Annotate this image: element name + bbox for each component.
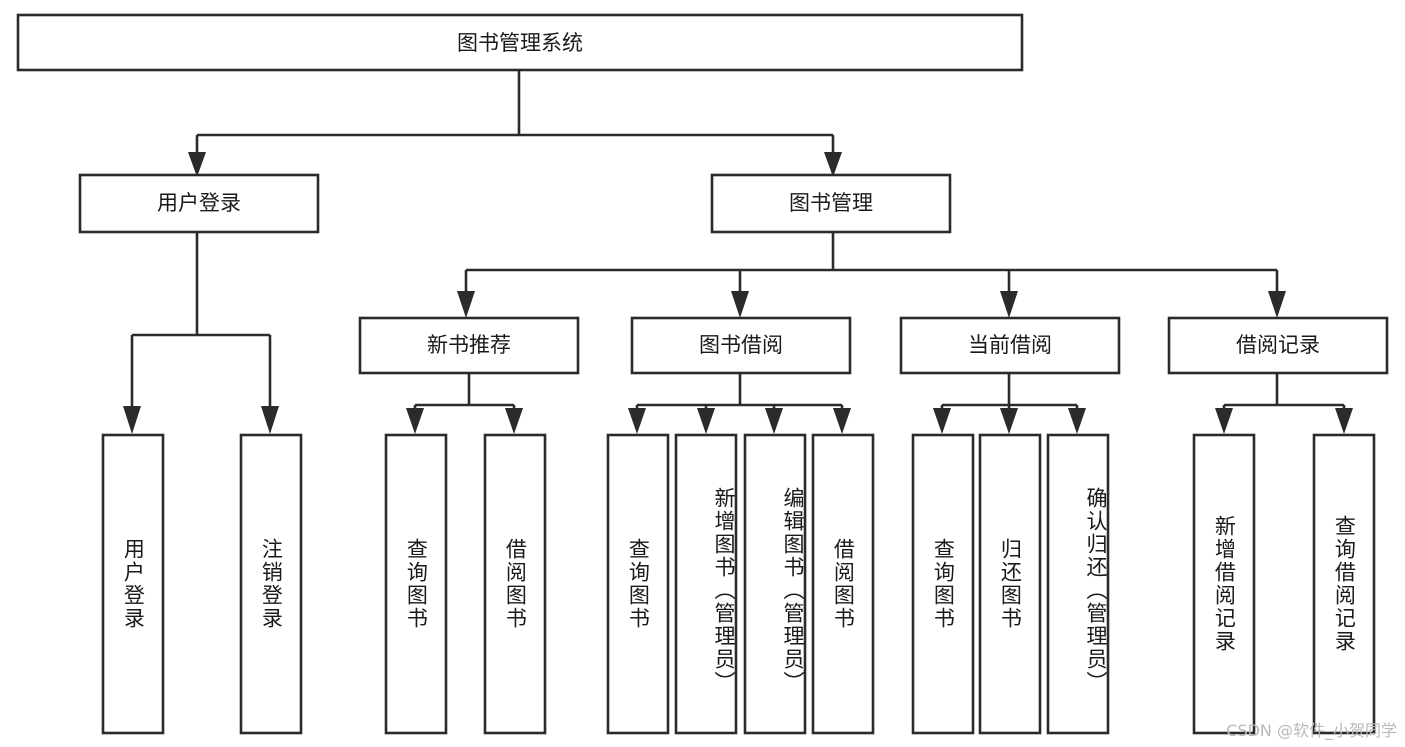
node-user-login[interactable]: 用户登录 <box>78 173 320 234</box>
node-book-management-label: 图书管理 <box>789 191 873 215</box>
leaf-box-edit-book-admin[interactable] <box>743 433 807 735</box>
connector-group-user-login-children <box>123 232 279 434</box>
node-current-borrow-box[interactable] <box>899 316 1121 375</box>
node-new-book-recommend-box[interactable] <box>358 316 580 375</box>
node-current-borrow[interactable]: 当前借阅 <box>899 316 1121 375</box>
leaf-box-query-book-1[interactable] <box>384 433 448 735</box>
leaf-box-logout-login[interactable] <box>239 433 303 735</box>
arrow-head-icon <box>261 406 279 434</box>
leaf-box-confirm-return-admin[interactable] <box>1046 433 1110 735</box>
arrow-head-icon <box>1215 408 1233 434</box>
leaf-box-return-book[interactable] <box>978 433 1042 735</box>
node-book-borrow-box[interactable] <box>630 316 852 375</box>
node-book-borrow-label: 图书借阅 <box>699 333 783 357</box>
node-borrow-records-label: 借阅记录 <box>1236 333 1320 357</box>
leaf-boxes-group <box>101 433 1376 735</box>
arrow-head-icon <box>933 408 951 434</box>
connector-group-root-to-level2 <box>188 70 842 177</box>
leaf-box-query-book-3[interactable] <box>911 433 975 735</box>
leaf-box-add-book-admin[interactable] <box>674 433 738 735</box>
node-user-login-label: 用户登录 <box>157 191 241 215</box>
arrow-head-icon <box>731 291 749 318</box>
connector-group-current-borrow-children <box>933 373 1086 434</box>
connector-group-book-manage-children <box>457 232 1286 318</box>
arrow-head-icon <box>697 408 715 434</box>
node-root-box[interactable] <box>16 13 1024 72</box>
node-current-borrow-label: 当前借阅 <box>968 333 1052 357</box>
arrow-head-icon <box>457 291 475 318</box>
node-new-book-recommend-label: 新书推荐 <box>427 333 511 357</box>
node-borrow-records[interactable]: 借阅记录 <box>1167 316 1389 375</box>
leaf-box-query-borrow-record[interactable] <box>1312 433 1376 735</box>
arrow-head-icon <box>1268 291 1286 318</box>
arrow-head-icon <box>1000 291 1018 318</box>
watermark-text: CSDN @软件_小贺同学 <box>1226 721 1397 740</box>
leaf-box-user-login[interactable] <box>101 433 165 735</box>
arrow-head-icon <box>628 408 646 434</box>
connector-group-book-borrow-children <box>628 373 851 434</box>
arrow-head-icon <box>824 152 842 177</box>
arrow-head-icon <box>406 408 424 434</box>
arrow-head-icon <box>1335 408 1353 434</box>
connector-group-new-book-children <box>406 373 523 434</box>
arrow-head-icon <box>1068 408 1086 434</box>
leaf-box-query-book-2[interactable] <box>606 433 670 735</box>
arrow-head-icon <box>1000 408 1018 434</box>
leaf-box-borrow-book-2[interactable] <box>811 433 875 735</box>
arrow-head-icon <box>505 408 523 434</box>
node-new-book-recommend[interactable]: 新书推荐 <box>358 316 580 375</box>
leaf-box-borrow-book-1[interactable] <box>483 433 547 735</box>
arrow-head-icon <box>833 408 851 434</box>
connector-group-borrow-records-children <box>1215 373 1353 434</box>
node-book-management[interactable]: 图书管理 <box>710 173 952 234</box>
node-root-book-management-system[interactable]: 图书管理系统 <box>16 13 1024 72</box>
arrow-head-icon <box>123 406 141 434</box>
node-book-borrow[interactable]: 图书借阅 <box>630 316 852 375</box>
arrow-head-icon <box>765 408 783 434</box>
node-book-management-box[interactable] <box>710 173 952 234</box>
arrow-head-icon <box>188 152 206 177</box>
node-root-label: 图书管理系统 <box>457 31 583 55</box>
node-borrow-records-box[interactable] <box>1167 316 1389 375</box>
leaf-box-add-borrow-record[interactable] <box>1192 433 1256 735</box>
node-user-login-box[interactable] <box>78 173 320 234</box>
